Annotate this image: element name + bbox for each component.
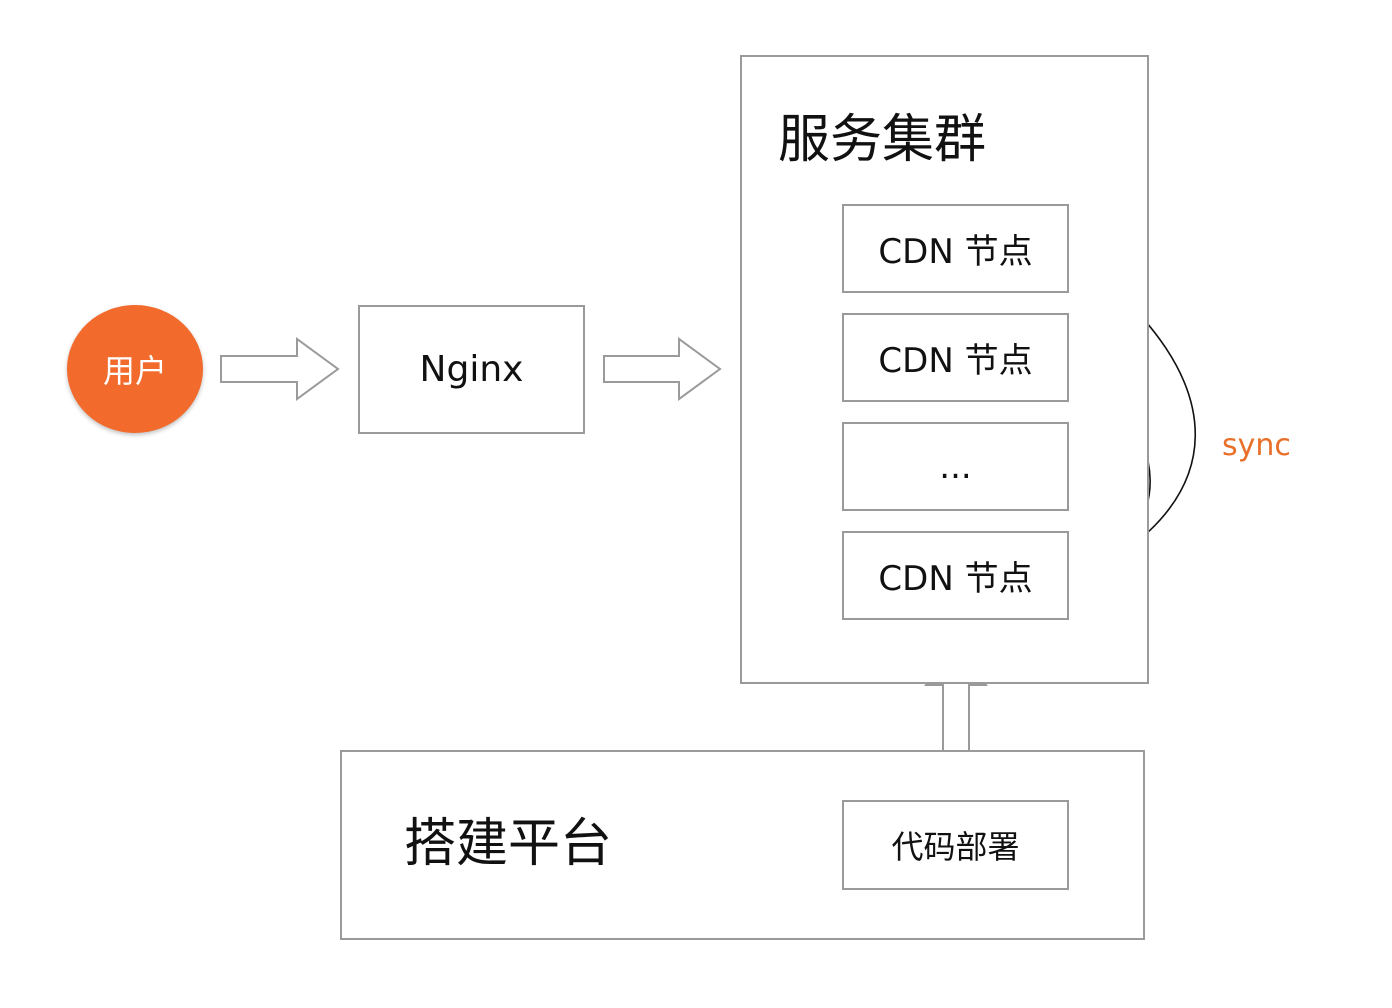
code-deploy-box: 代码部署 (842, 800, 1069, 890)
cdn-node-2: CDN 节点 (842, 313, 1069, 402)
cdn-node-label: CDN 节点 (878, 559, 1033, 599)
user-to-nginx-arrow (220, 337, 340, 401)
cdn-node-label: CDN 节点 (878, 232, 1033, 272)
sync-label: sync (1222, 428, 1291, 463)
nginx-box: Nginx (358, 305, 585, 434)
nginx-label: Nginx (419, 349, 524, 390)
cdn-node-4: CDN 节点 (842, 531, 1069, 620)
cdn-node-ellipsis: ... (842, 422, 1069, 511)
service-cluster-title: 服务集群 (778, 110, 987, 170)
cdn-node-1: CDN 节点 (842, 204, 1069, 293)
nginx-to-cluster-arrow (603, 337, 722, 401)
cdn-node-label: CDN 节点 (878, 341, 1033, 381)
user-node: 用户 (67, 305, 203, 433)
user-label: 用户 (102, 352, 167, 390)
cdn-node-label: ... (939, 446, 972, 487)
build-platform-title: 搭建平台 (404, 814, 613, 874)
code-deploy-label: 代码部署 (891, 828, 1020, 866)
